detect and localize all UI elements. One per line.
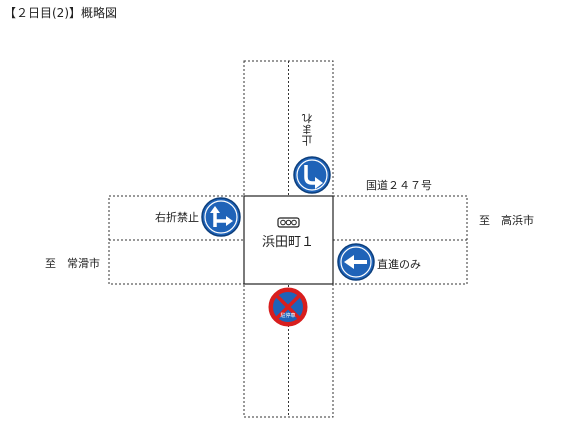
- diagram-title: 【２日目(2)】概略図: [4, 6, 117, 20]
- destination-left-label: 至 常滑市: [45, 257, 100, 270]
- no-stopping-sign-icon: 駐停車: [268, 287, 308, 327]
- straight-only-label: 直進のみ: [377, 258, 421, 271]
- intersection-name: 浜田町１: [262, 235, 315, 250]
- traffic-signal-icon: [277, 217, 300, 228]
- turn-right-sign-icon: [293, 156, 331, 194]
- pavement-marking-stop: 止まれ: [301, 113, 314, 147]
- route-label: 国道２４７号: [366, 179, 432, 192]
- destination-right-label: 至 高浜市: [479, 214, 534, 227]
- intersection-box: [243, 195, 334, 285]
- straight-only-sign-icon: [337, 243, 375, 281]
- no-stopping-sign-text: 駐停車: [280, 312, 295, 319]
- no-right-turn-sign-icon: [201, 197, 241, 237]
- no-right-turn-label: 右折禁止: [155, 211, 199, 224]
